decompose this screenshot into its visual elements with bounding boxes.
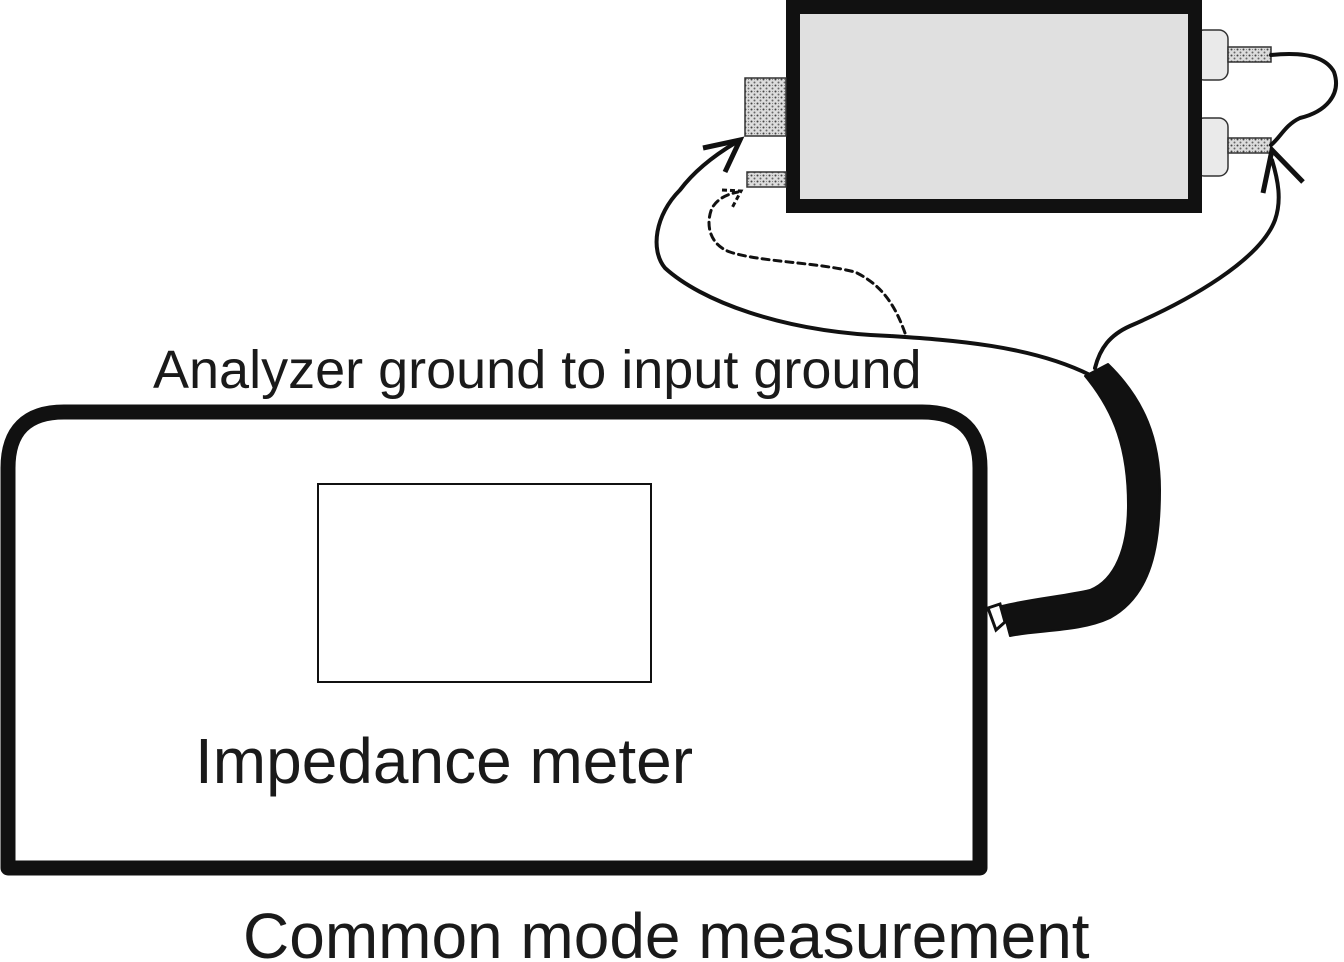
caption-label: Common mode measurement (243, 900, 1090, 962)
dashed-ground-link (707, 190, 907, 335)
meter-display-screen (317, 483, 652, 683)
dashed-ground-link-arrowhead (721, 188, 744, 209)
meter-name-label: Impedance meter (195, 725, 693, 797)
analyzer-body (786, 0, 1202, 213)
impedance-meter (0, 404, 988, 876)
lead-plug-bottom (1227, 137, 1272, 154)
ground-note-label: Analyzer ground to input ground (153, 340, 922, 400)
cable-stub (986, 602, 1007, 633)
loop-wire (1269, 51, 1338, 147)
test-lead-cable (986, 363, 1161, 637)
cable-body (1001, 363, 1161, 637)
analyzer-ground-post (746, 171, 787, 188)
lead-to-output-arrowhead (1260, 144, 1305, 194)
lead-plug-top (1227, 46, 1272, 63)
analyzer-input-connector (744, 77, 787, 137)
lead-to-output (1093, 158, 1281, 370)
lead-to-input-arrowhead (702, 136, 745, 174)
lead-to-input (654, 141, 1092, 377)
analyzer (744, 0, 1272, 213)
